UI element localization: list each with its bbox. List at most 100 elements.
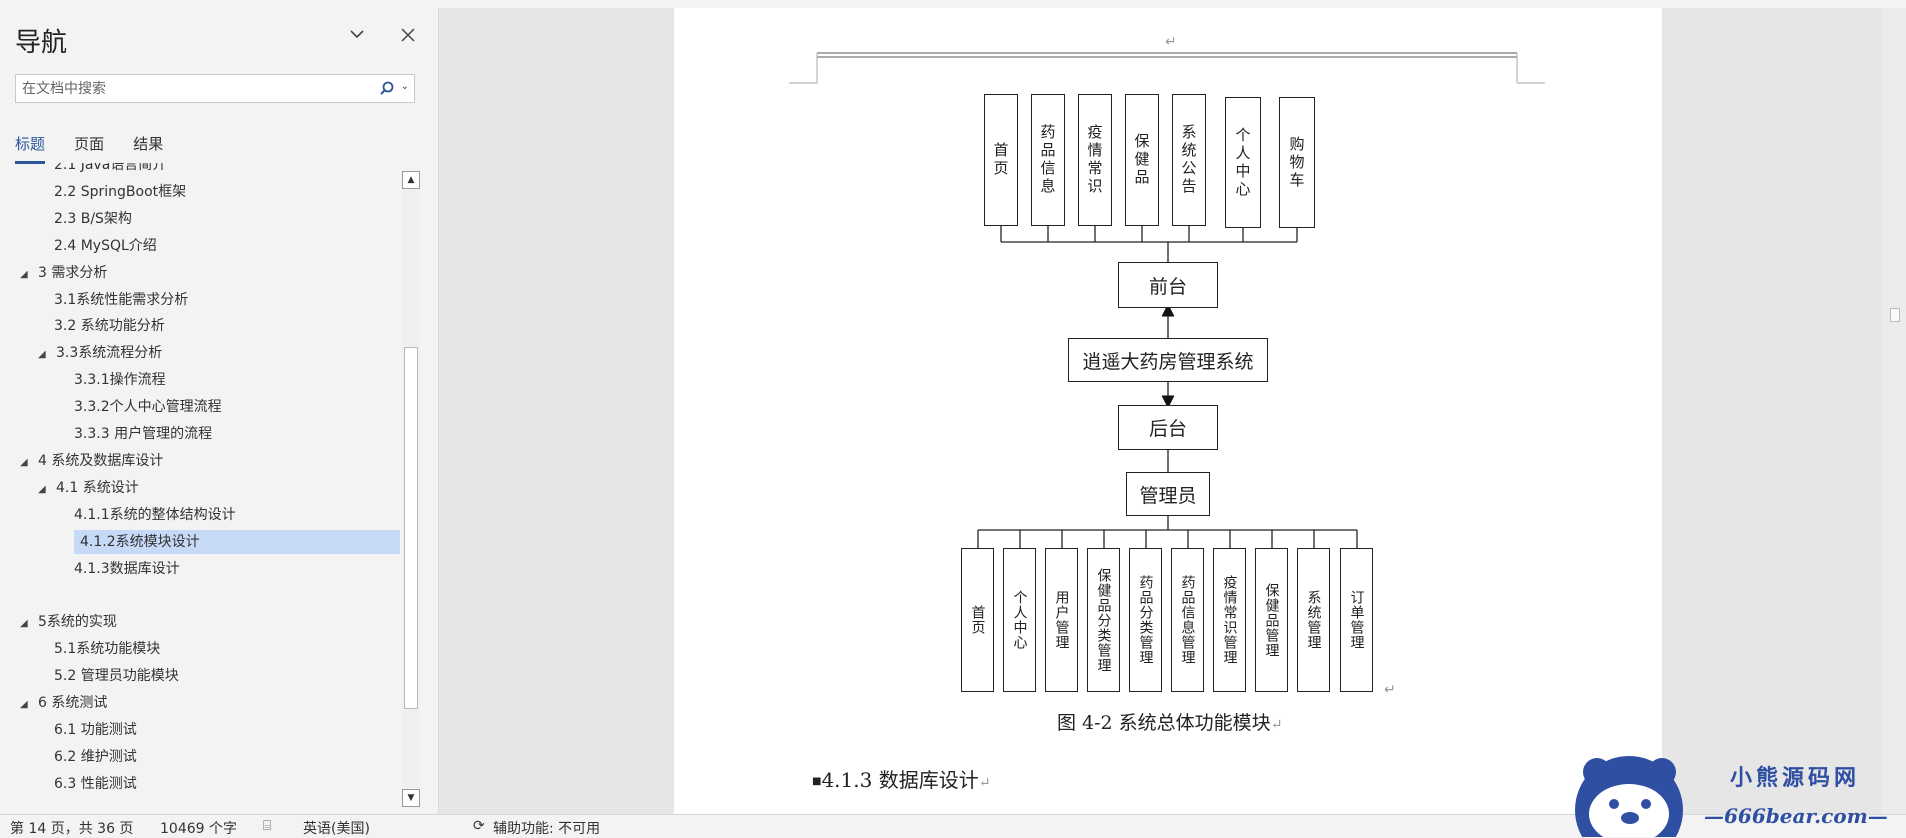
node-system: 逍遥大药房管理系统 <box>1068 338 1268 382</box>
search-icon[interactable] <box>380 81 394 95</box>
page-count[interactable]: 第 14 页，共 36 页 <box>10 821 134 837</box>
figure-caption: 图 4-2 系统总体功能模块↵ <box>1057 712 1283 734</box>
nav-heading-label: 5系统的实现 <box>38 614 117 631</box>
nav-heading-item[interactable]: 2.4 MySQL介绍 <box>54 234 157 258</box>
collapse-caret-icon[interactable]: ◢ <box>20 699 28 710</box>
nav-heading-item[interactable]: 3.3.3 用户管理的流程 <box>74 422 212 446</box>
tab-headings[interactable]: 标题 <box>15 133 46 164</box>
nav-heading-label: 4.1 系统设计 <box>56 479 139 496</box>
nav-scrollbar[interactable]: ▲ ▼ <box>402 171 420 807</box>
admin-module-box: 系统管理 <box>1297 548 1330 692</box>
front-module-box: 个人中心 <box>1225 97 1261 228</box>
nav-heading-item[interactable]: 4.1.1系统的整体结构设计 <box>74 503 236 527</box>
nav-heading-label: 3.2 系统功能分析 <box>54 318 165 335</box>
collapse-caret-icon[interactable]: ◢ <box>20 618 28 630</box>
accessibility-icon[interactable]: ⟳ <box>473 818 485 834</box>
nav-heading-item[interactable]: 2.3 B/S架构 <box>54 207 132 231</box>
admin-module-box: 保健品管理 <box>1255 548 1288 692</box>
nav-heading-item[interactable]: 4.1.3数据库设计 <box>74 557 180 581</box>
page-header-rule <box>789 52 1545 84</box>
scroll-thumb[interactable] <box>404 347 418 709</box>
admin-module-box: 首页 <box>961 548 994 692</box>
paragraph-mark: ↵ <box>1384 682 1396 698</box>
admin-module-box: 疫情常识管理 <box>1213 548 1246 692</box>
nav-heading-item[interactable]: 4.1.2系统模块设计 <box>74 529 400 554</box>
heading-text: 4.1.3 数据库设计 <box>821 768 979 792</box>
nav-heading-label: 4.1.2系统模块设计 <box>80 533 200 550</box>
nav-heading-label: 3 需求分析 <box>38 264 108 281</box>
search-box: ⌄ <box>15 74 415 103</box>
nav-heading-label: 3.3.1操作流程 <box>74 372 166 389</box>
proofing-icon[interactable]: ⌸ <box>263 818 272 834</box>
admin-module-box: 用户管理 <box>1045 548 1078 692</box>
collapse-caret-icon[interactable]: ◢ <box>38 483 46 495</box>
tab-results[interactable]: 结果 <box>133 135 164 153</box>
accessibility-status[interactable]: 辅助功能: 不可用 <box>493 821 601 837</box>
front-module-box: 购物车 <box>1279 97 1315 228</box>
nav-heading-item[interactable]: 5.2 管理员功能模块 <box>54 664 179 688</box>
nav-heading-label: 3.3.2个人中心管理流程 <box>74 399 222 416</box>
nav-heading-label: 6.2 维护测试 <box>54 748 137 765</box>
nav-tabs: 标题 页面 结果 <box>15 133 187 164</box>
paragraph-mark: ↵ <box>1165 34 1177 50</box>
search-options-icon[interactable]: ⌄ <box>400 81 409 92</box>
bear-logo-icon <box>1575 756 1683 837</box>
nav-heading-item[interactable]: 3.3.1操作流程 <box>74 368 166 392</box>
nav-heading-label: 5.2 管理员功能模块 <box>54 668 179 685</box>
scroll-down-icon[interactable]: ▼ <box>402 789 420 807</box>
nav-heading-item[interactable]: 2.1 Java语言简介 <box>54 163 166 177</box>
nav-heading-item[interactable]: 6.3 性能测试 <box>54 772 137 796</box>
nav-heading-item[interactable]: ◢6 系统测试 <box>20 691 107 715</box>
caption-text: 图 4-2 系统总体功能模块 <box>1057 712 1271 734</box>
node-admin: 管理员 <box>1126 472 1210 516</box>
collapse-caret-icon[interactable]: ◢ <box>20 268 28 280</box>
nav-heading-label: 2.2 SpringBoot框架 <box>54 183 187 200</box>
admin-module-box: 订单管理 <box>1340 548 1373 692</box>
watermark: 小熊源码网 —666bear.com— <box>1562 752 1906 837</box>
node-back: 后台 <box>1118 405 1218 450</box>
nav-heading-item[interactable]: ◢ 3 需求分析 <box>20 261 107 285</box>
nav-heading-item[interactable]: 3.3.2个人中心管理流程 <box>74 395 222 419</box>
scroll-thumb[interactable] <box>1890 308 1900 322</box>
nav-heading-label: 3.1系统性能需求分析 <box>54 291 189 308</box>
collapse-caret-icon[interactable]: ◢ <box>20 456 28 468</box>
front-module-box: 系统公告 <box>1172 94 1206 226</box>
nav-heading-item[interactable]: ◢ 5系统的实现 <box>20 610 117 634</box>
nav-heading-item[interactable]: 2.2 SpringBoot框架 <box>54 180 186 204</box>
admin-module-box: 药品信息管理 <box>1171 548 1204 692</box>
chevron-down-icon[interactable] <box>348 24 366 49</box>
nav-heading-label: 6.3 性能测试 <box>54 775 137 792</box>
nav-title: 导航 <box>15 28 68 58</box>
nav-heading-label: 4.1.1系统的整体结构设计 <box>74 506 236 523</box>
watermark-title: 小熊源码网 <box>1730 765 1861 791</box>
front-module-box: 首页 <box>984 94 1018 226</box>
nav-heading-item[interactable]: ◢ 4 系统及数据库设计 <box>20 449 163 473</box>
document-scrollbar[interactable] <box>1882 8 1906 814</box>
nav-heading-item[interactable]: 6.1 功能测试 <box>54 718 137 742</box>
nav-heading-item[interactable]: 5.1系统功能模块 <box>54 637 160 661</box>
tab-pages[interactable]: 页面 <box>74 135 105 153</box>
nav-heading-label: 2.4 MySQL介绍 <box>54 237 157 254</box>
word-count[interactable]: 10469 个字 <box>160 821 237 837</box>
nav-heading-label: 5.1系统功能模块 <box>54 641 161 658</box>
nav-heading-item[interactable]: 6.2 维护测试 <box>54 745 137 769</box>
front-module-box: 药品信息 <box>1031 94 1065 226</box>
nav-heading-label: 4.1.3数据库设计 <box>74 560 180 577</box>
collapse-caret-icon[interactable]: ◢ <box>38 349 46 361</box>
front-module-box: 疫情常识 <box>1078 94 1112 226</box>
scroll-up-icon[interactable]: ▲ <box>402 171 420 189</box>
nav-heading-item[interactable]: ◢3.3系统流程分析 <box>38 341 162 365</box>
navigation-pane: 导航 ⌄ 标题 页面 结果 2.1 Java语言简介 2.2 SpringBoot… <box>0 8 439 814</box>
admin-module-box: 个人中心 <box>1003 548 1036 692</box>
nav-heading-item[interactable]: 3.1系统性能需求分析 <box>54 288 188 312</box>
nav-heading-label: 6.1 功能测试 <box>54 721 137 738</box>
nav-heading-label: 4 系统及数据库设计 <box>38 452 164 469</box>
watermark-url: —666bear.com— <box>1704 804 1888 828</box>
nav-heading-item[interactable]: ◢ 4.1 系统设计 <box>38 476 139 500</box>
nav-heading-item[interactable]: 3.2 系统功能分析 <box>54 314 165 338</box>
close-icon[interactable] <box>400 24 416 49</box>
language-status[interactable]: 英语(美国) <box>303 821 370 837</box>
heading-tree: 2.1 Java语言简介 2.2 SpringBoot框架 2.3 B/S架构 2.4… <box>0 163 400 807</box>
search-input[interactable] <box>16 75 378 102</box>
